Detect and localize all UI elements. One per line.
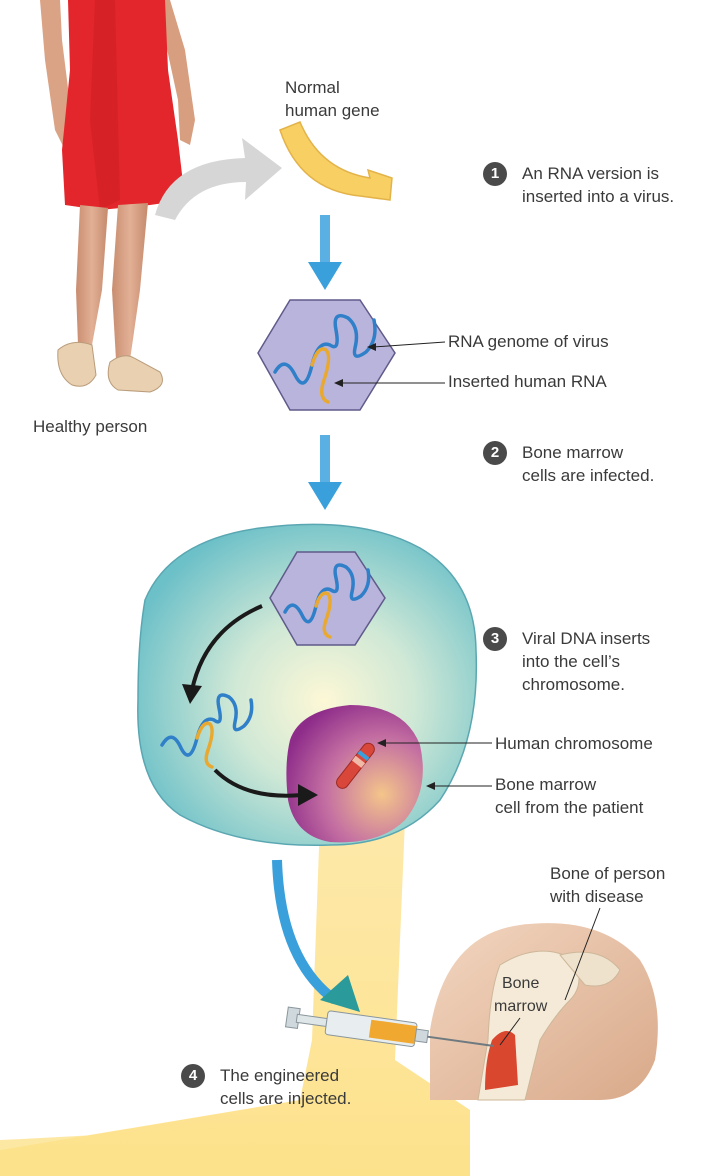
virus-particle [257, 299, 446, 411]
step-1-line-1: An RNA version is [522, 164, 659, 183]
healthy-person-illustration [40, 0, 195, 393]
step-3-line-1: Viral DNA inserts [522, 629, 651, 648]
bone-marrow-label: Bone marrow [494, 972, 547, 1018]
bone-marrow-cell [137, 523, 492, 846]
normal-gene-label-line-1: Normal [285, 78, 340, 97]
step-1-text: An RNA version is inserted into a virus. [522, 162, 674, 208]
bone-marrow-cell-label-line-2: cell from the patient [495, 798, 644, 817]
rna-genome-label: RNA genome of virus [448, 332, 609, 351]
step-2-line-1: Bone marrow [522, 443, 624, 462]
flow-arrow-3 [272, 859, 360, 1012]
step-2-text: Bone marrow cells are infected. [522, 441, 654, 487]
step-2-number: 2 [483, 441, 507, 465]
gene-extraction-arrow [155, 138, 282, 220]
bone-marrow-label-line-1: Bone [501, 975, 540, 992]
bone-marrow-label-line-2: marrow [494, 998, 548, 1015]
step-1-line-2: inserted into a virus. [522, 187, 675, 206]
human-chromosome-label: Human chromosome [495, 734, 653, 753]
normal-gene-label-line-2: human gene [285, 101, 380, 120]
shoulder-bone-illustration [430, 907, 658, 1101]
bone-marrow-cell-label: Bone marrow cell from the patient [495, 773, 643, 819]
step-4-line-1: The engineered [220, 1066, 340, 1085]
chromosome [336, 742, 375, 789]
step-3-line-2: into the cell’s [522, 652, 620, 671]
step-4-line-2: cells are injected. [220, 1089, 352, 1108]
human-rna-segment [310, 347, 331, 404]
healthy-person-label: Healthy person [33, 417, 148, 436]
inserted-rna-label: Inserted human RNA [448, 372, 607, 391]
flow-arrow-1 [308, 215, 342, 290]
syringe-illustration [284, 1006, 495, 1048]
step-4-number: 4 [181, 1064, 205, 1088]
step-3-line-3: chromosome. [522, 675, 625, 694]
step-1-number: 1 [483, 162, 507, 186]
normal-gene-shape [279, 121, 393, 201]
step-2-line-2: cells are infected. [522, 466, 655, 485]
bone-of-person-label-line-2: with disease [550, 887, 644, 906]
viral-rna-strand [273, 314, 377, 385]
normal-gene-label: Normal human gene [285, 76, 380, 122]
bone-of-person-label-line-1: Bone of person [550, 864, 666, 883]
step-3-number: 3 [483, 627, 507, 651]
step-4-text: The engineered cells are injected. [220, 1064, 351, 1110]
step-3-text: Viral DNA inserts into the cell’s chromo… [522, 627, 650, 696]
flow-arrow-2 [308, 435, 342, 510]
light-beam [0, 820, 470, 1176]
bone-marrow-cell-label-line-1: Bone marrow [495, 775, 597, 794]
bone-of-person-label: Bone of person with disease [550, 862, 665, 908]
